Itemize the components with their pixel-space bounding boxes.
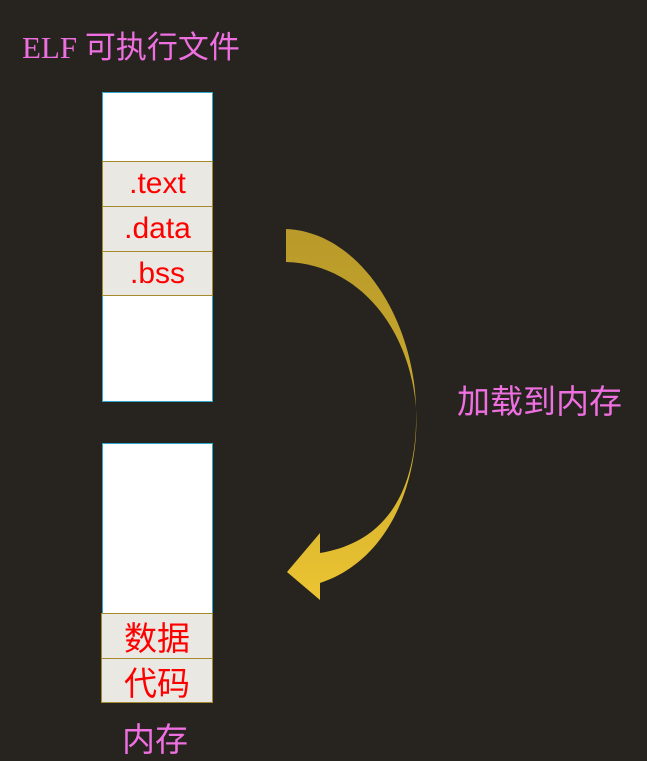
section-bss: .bss bbox=[102, 251, 213, 296]
memory-block bbox=[102, 443, 213, 615]
load-to-memory-label: 加载到内存 bbox=[457, 382, 622, 421]
memory-segment-code: 代码 bbox=[101, 658, 213, 703]
memory-segment-data: 数据 bbox=[101, 613, 213, 659]
section-data: .data bbox=[102, 206, 213, 252]
memory-caption: 内存 bbox=[122, 720, 188, 759]
elf-file-title: ELF 可执行文件 bbox=[22, 30, 240, 65]
